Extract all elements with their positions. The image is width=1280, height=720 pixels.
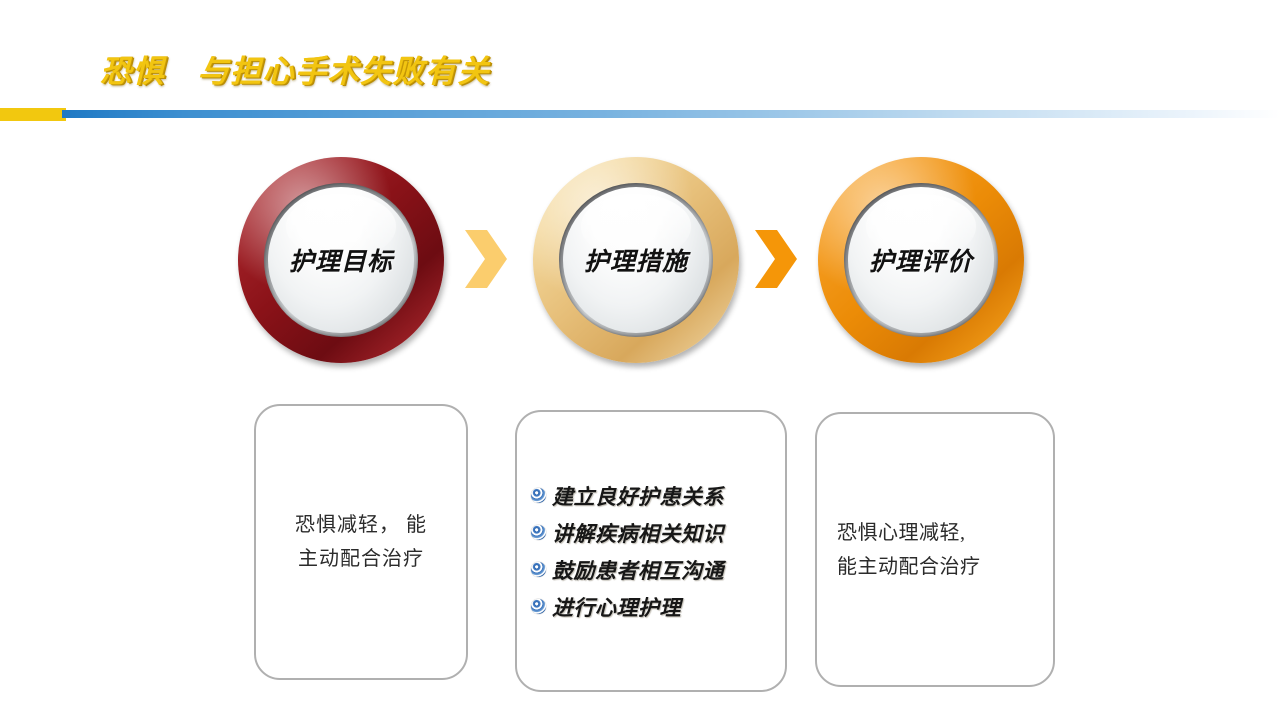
chevron-right-icon (463, 228, 509, 290)
target-bullet-icon (531, 525, 546, 540)
detail-box-measures: 建立良好护患关系 讲解疾病相关知识 鼓励患者相互沟通 进行心理护理 (515, 410, 787, 692)
list-item: 进行心理护理 (531, 592, 785, 622)
detail-box-goal: 恐惧减轻， 能 主动配合治疗 (254, 404, 468, 680)
node-face: 护理目标 (268, 187, 414, 333)
node-face: 护理评价 (848, 187, 994, 333)
list-item-label: 进行心理护理 (552, 595, 681, 620)
page-title: 恐惧 与担心手术失败有关 (100, 54, 490, 89)
measures-bullet-list: 建立良好护患关系 讲解疾病相关知识 鼓励患者相互沟通 进行心理护理 (517, 481, 785, 622)
divider-gold-segment (0, 108, 66, 121)
list-item-label: 讲解疾病相关知识 (552, 521, 724, 546)
target-bullet-icon (531, 488, 546, 503)
target-bullet-icon (531, 599, 546, 614)
chevron-right-icon (753, 228, 799, 290)
target-bullet-icon (531, 562, 546, 577)
flow-node-label: 护理目标 (288, 249, 393, 276)
list-item: 鼓励患者相互沟通 (531, 555, 785, 585)
list-item: 建立良好护患关系 (531, 481, 785, 511)
flow-node-goal[interactable]: 护理目标 (238, 157, 444, 363)
detail-evaluation-text: 恐惧心理减轻, 能主动配合治疗 (837, 521, 981, 578)
flow-node-measures[interactable]: 护理措施 (533, 157, 739, 363)
divider-blue-gradient (62, 110, 1280, 118)
detail-goal-text: 恐惧减轻， 能 主动配合治疗 (295, 514, 427, 570)
header-divider (0, 108, 1280, 122)
flow-node-label: 护理措施 (583, 249, 688, 276)
node-face: 护理措施 (563, 187, 709, 333)
list-item-label: 建立良好护患关系 (552, 484, 724, 509)
title-block: 恐惧 与担心手术失败有关 (100, 50, 1000, 96)
detail-box-evaluation: 恐惧心理减轻, 能主动配合治疗 (815, 412, 1055, 687)
flow-node-evaluation[interactable]: 护理评价 (818, 157, 1024, 363)
flow-node-label: 护理评价 (868, 249, 973, 276)
list-item: 讲解疾病相关知识 (531, 518, 785, 548)
list-item-label: 鼓励患者相互沟通 (552, 558, 724, 583)
